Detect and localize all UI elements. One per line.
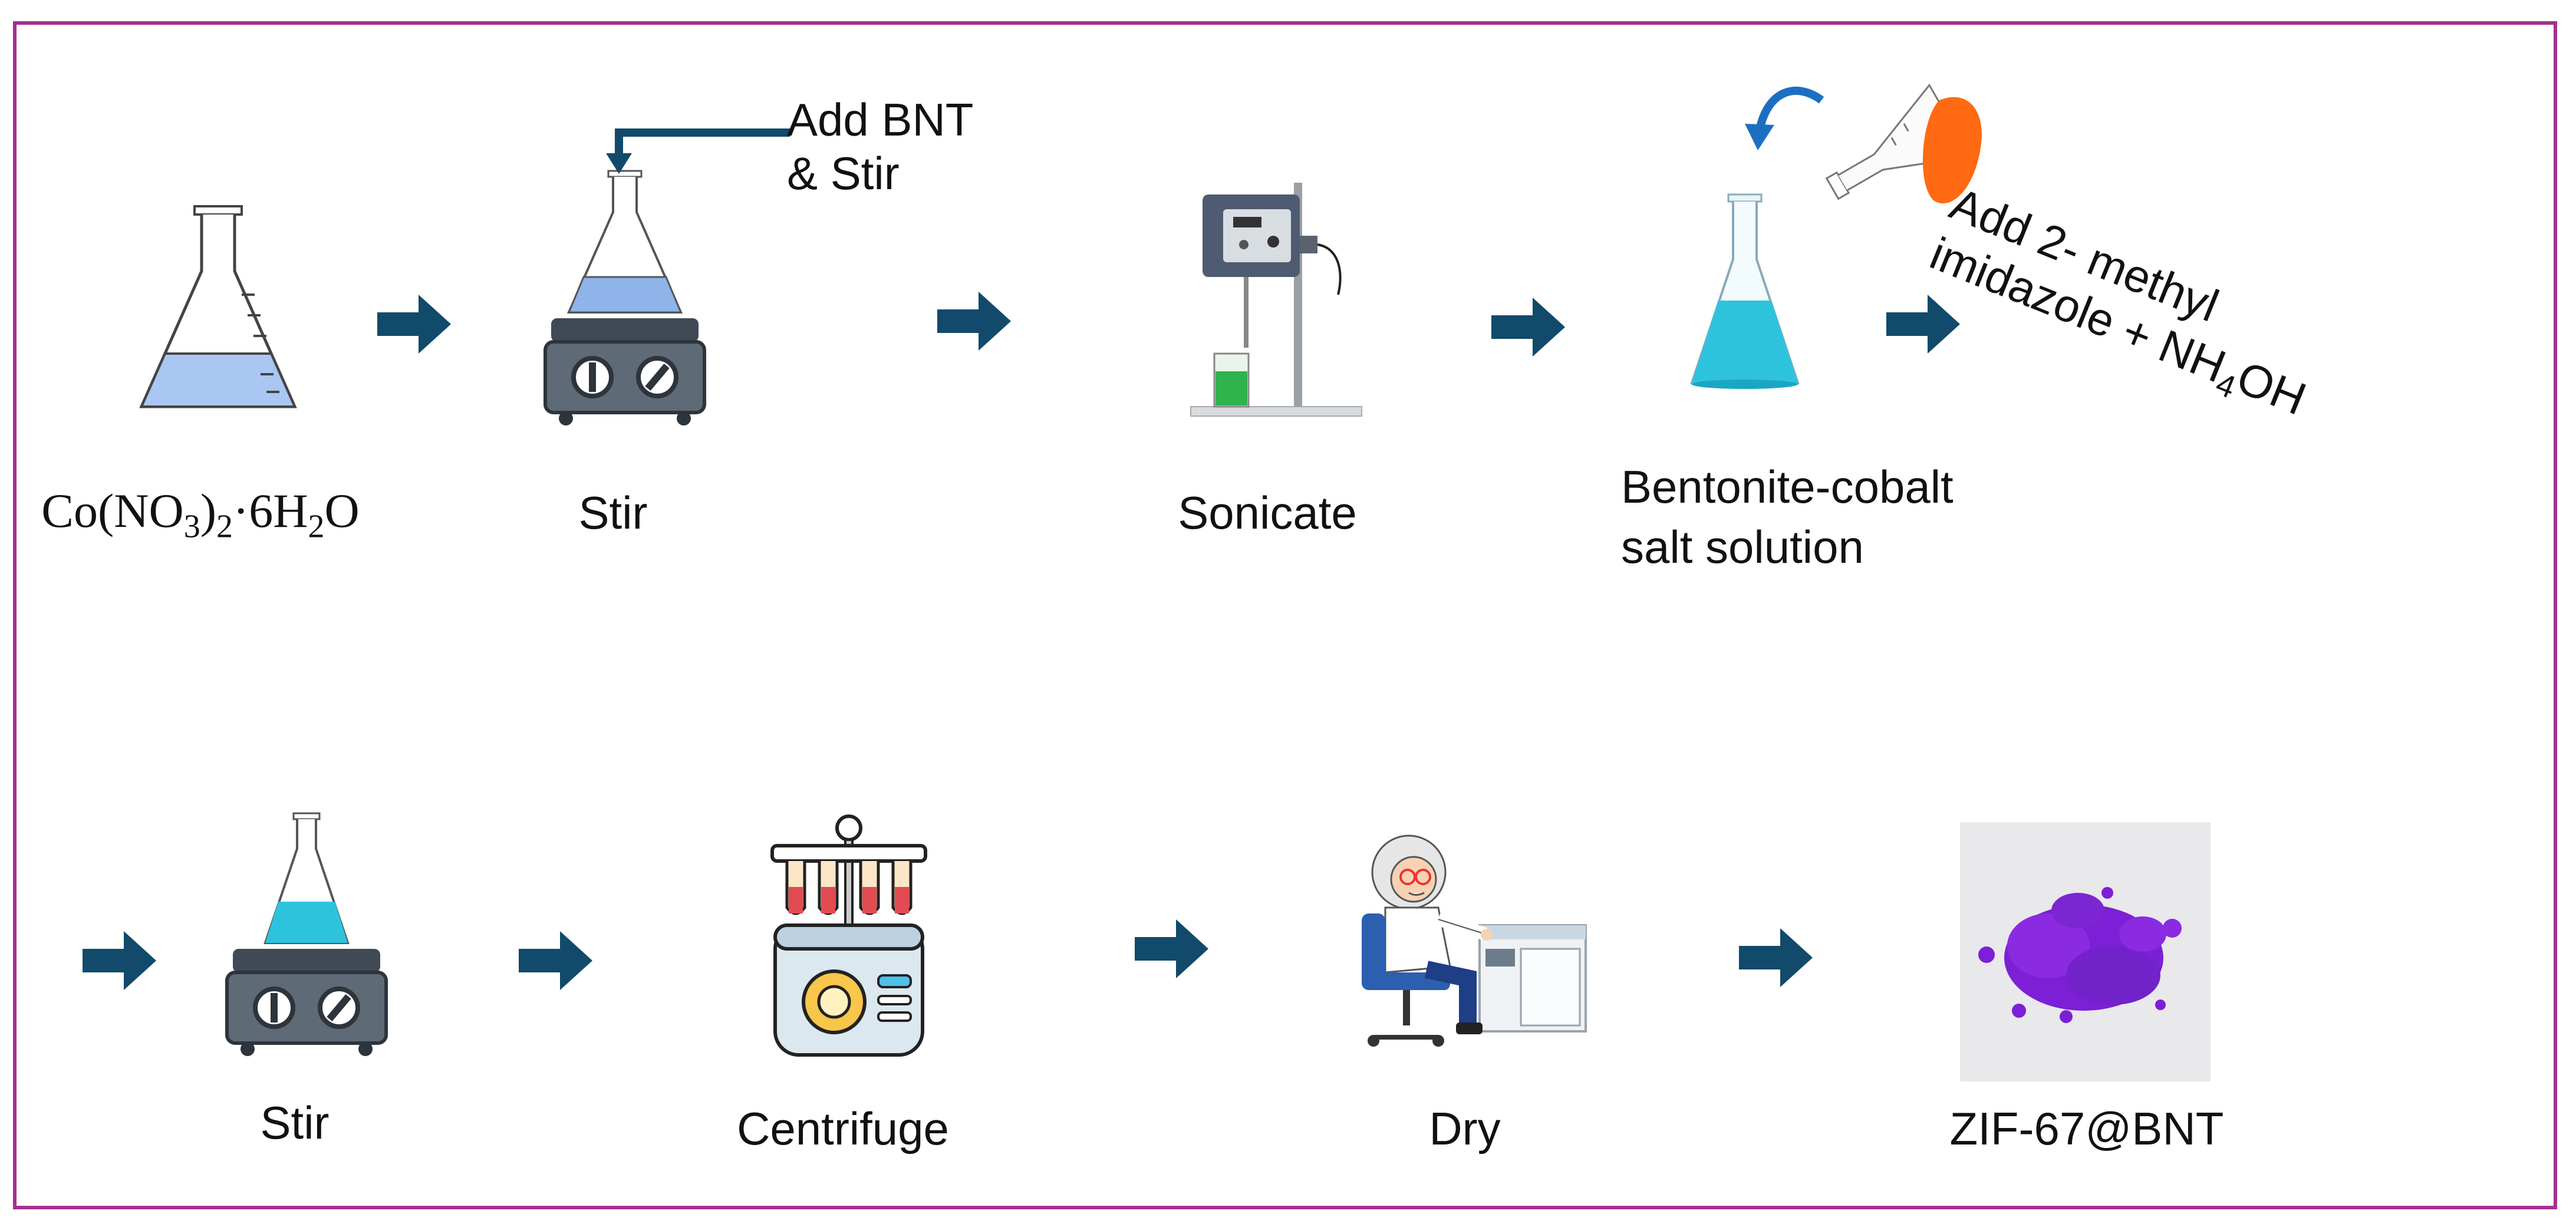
sonicator [1179,177,1379,424]
bentonite-solution-label: Bentonite-cobalt salt solution [1621,461,1954,573]
hotplate-stirrer-bnt [542,170,707,430]
centrifuge-icon [770,814,927,1057]
erlenmeyer-flask-icon [1690,193,1800,389]
sonicate-label: Sonicate [1178,487,1357,539]
drying-oven-scientist [1350,825,1597,1055]
add-arrow-icon [606,128,790,174]
diagram-border [13,21,2557,1209]
arrow-icon [1886,295,1960,354]
arrow-icon [519,931,592,990]
tilted-flask-icon [1825,83,1982,204]
stir-final-label: Stir [260,1097,330,1149]
erlenmeyer-flask-icon [139,205,297,408]
dry-label: Dry [1429,1103,1501,1155]
curved-arrow-icon [1745,87,1824,150]
arrow-icon [1135,919,1208,978]
stir-label: Stir [578,487,648,539]
flask-bentonite-solution [1686,193,1804,395]
product-photo [1960,822,2211,1081]
sonicator-icon [1190,183,1362,417]
flask-cobalt-salt [124,205,324,418]
centrifuge-label: Centrifuge [737,1103,949,1155]
arrow-icon [1491,298,1565,357]
purple-powder-image [1960,822,2211,1081]
flask-imidazole-reagent [1810,77,1998,218]
centrifuge [766,813,931,1061]
arrow-icon [83,931,156,990]
scientist-oven-icon [1362,835,1587,1047]
add-bnt-annotation: Add BNT & Stir [787,94,974,199]
arrow-icon [377,295,451,354]
hotplate-flask-icon [543,170,706,426]
arrow-icon [937,292,1011,351]
product-label: ZIF-67@BNT [1949,1103,2224,1155]
cobalt-salt-formula: Co(NO3)2·6H2O [41,484,360,545]
hotplate-stirrer-final [224,812,389,1061]
hotplate-flask-icon [225,812,388,1056]
arrow-icon [1739,928,1813,987]
